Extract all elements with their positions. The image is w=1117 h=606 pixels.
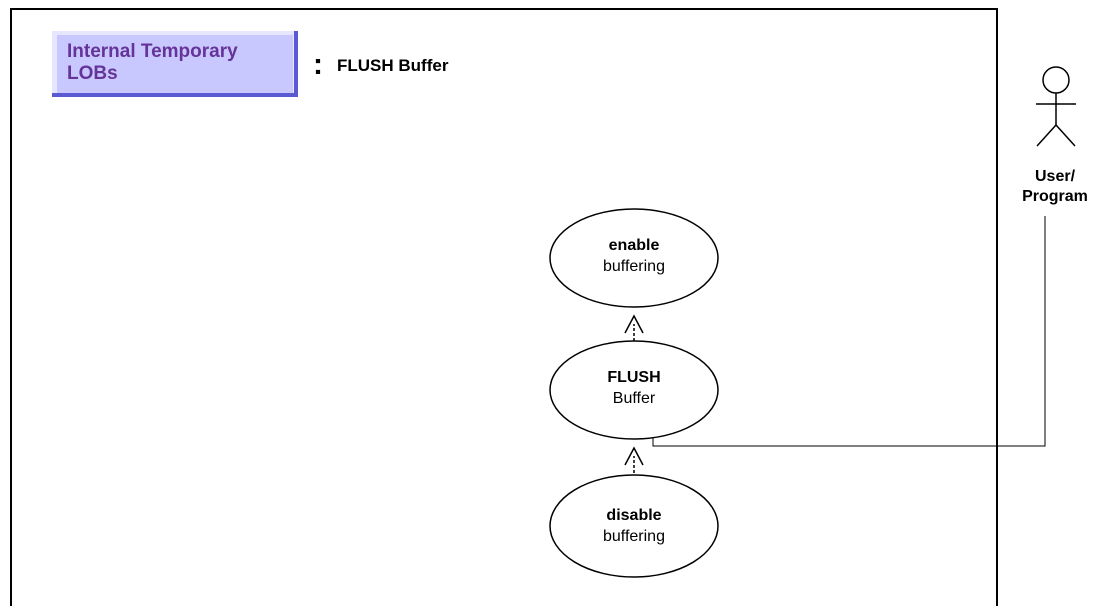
use-case-enable-buffering[interactable]: enable buffering [549, 208, 719, 308]
use-case-disable-bold: disable [606, 507, 661, 524]
use-case-disable-ellipse [549, 474, 719, 578]
actor-label-line1: User/ [1035, 168, 1076, 185]
actor-label-line2: Program [1022, 188, 1088, 205]
use-case-enable-bold: enable [609, 237, 660, 254]
tag-text-line2: LOBs [67, 63, 118, 84]
dependency-arrow-upper-head [624, 314, 644, 334]
dependency-arrow-lower [624, 446, 644, 473]
tag-text-line1: Internal Temporary [67, 41, 238, 62]
dependency-arrow-upper [624, 314, 644, 341]
actor-head [1042, 66, 1070, 94]
use-case-enable-ellipse [549, 208, 719, 308]
use-case-enable-normal: buffering [603, 258, 665, 275]
use-case-flush-normal: Buffer [613, 390, 656, 407]
use-case-flush-bold: FLUSH [607, 369, 660, 386]
tag-face [57, 35, 293, 93]
lob-type-tag: Internal Temporary LOBs [52, 31, 298, 97]
actor-icon [1036, 66, 1076, 147]
actor-right-leg [1055, 124, 1076, 147]
system-boundary [10, 8, 998, 606]
use-case-flush-buffer[interactable]: FLUSH Buffer [549, 340, 719, 440]
dependency-arrow-lower-head [624, 446, 644, 466]
page-title: FLUSH Buffer [337, 56, 449, 75]
title-separator: : [313, 48, 323, 81]
actor-association-line [652, 216, 1046, 447]
use-case-flush-ellipse [549, 340, 719, 440]
use-case-disable-normal: buffering [603, 528, 665, 545]
actor-left-leg [1036, 124, 1057, 147]
use-case-disable-buffering[interactable]: disable buffering [549, 474, 719, 578]
